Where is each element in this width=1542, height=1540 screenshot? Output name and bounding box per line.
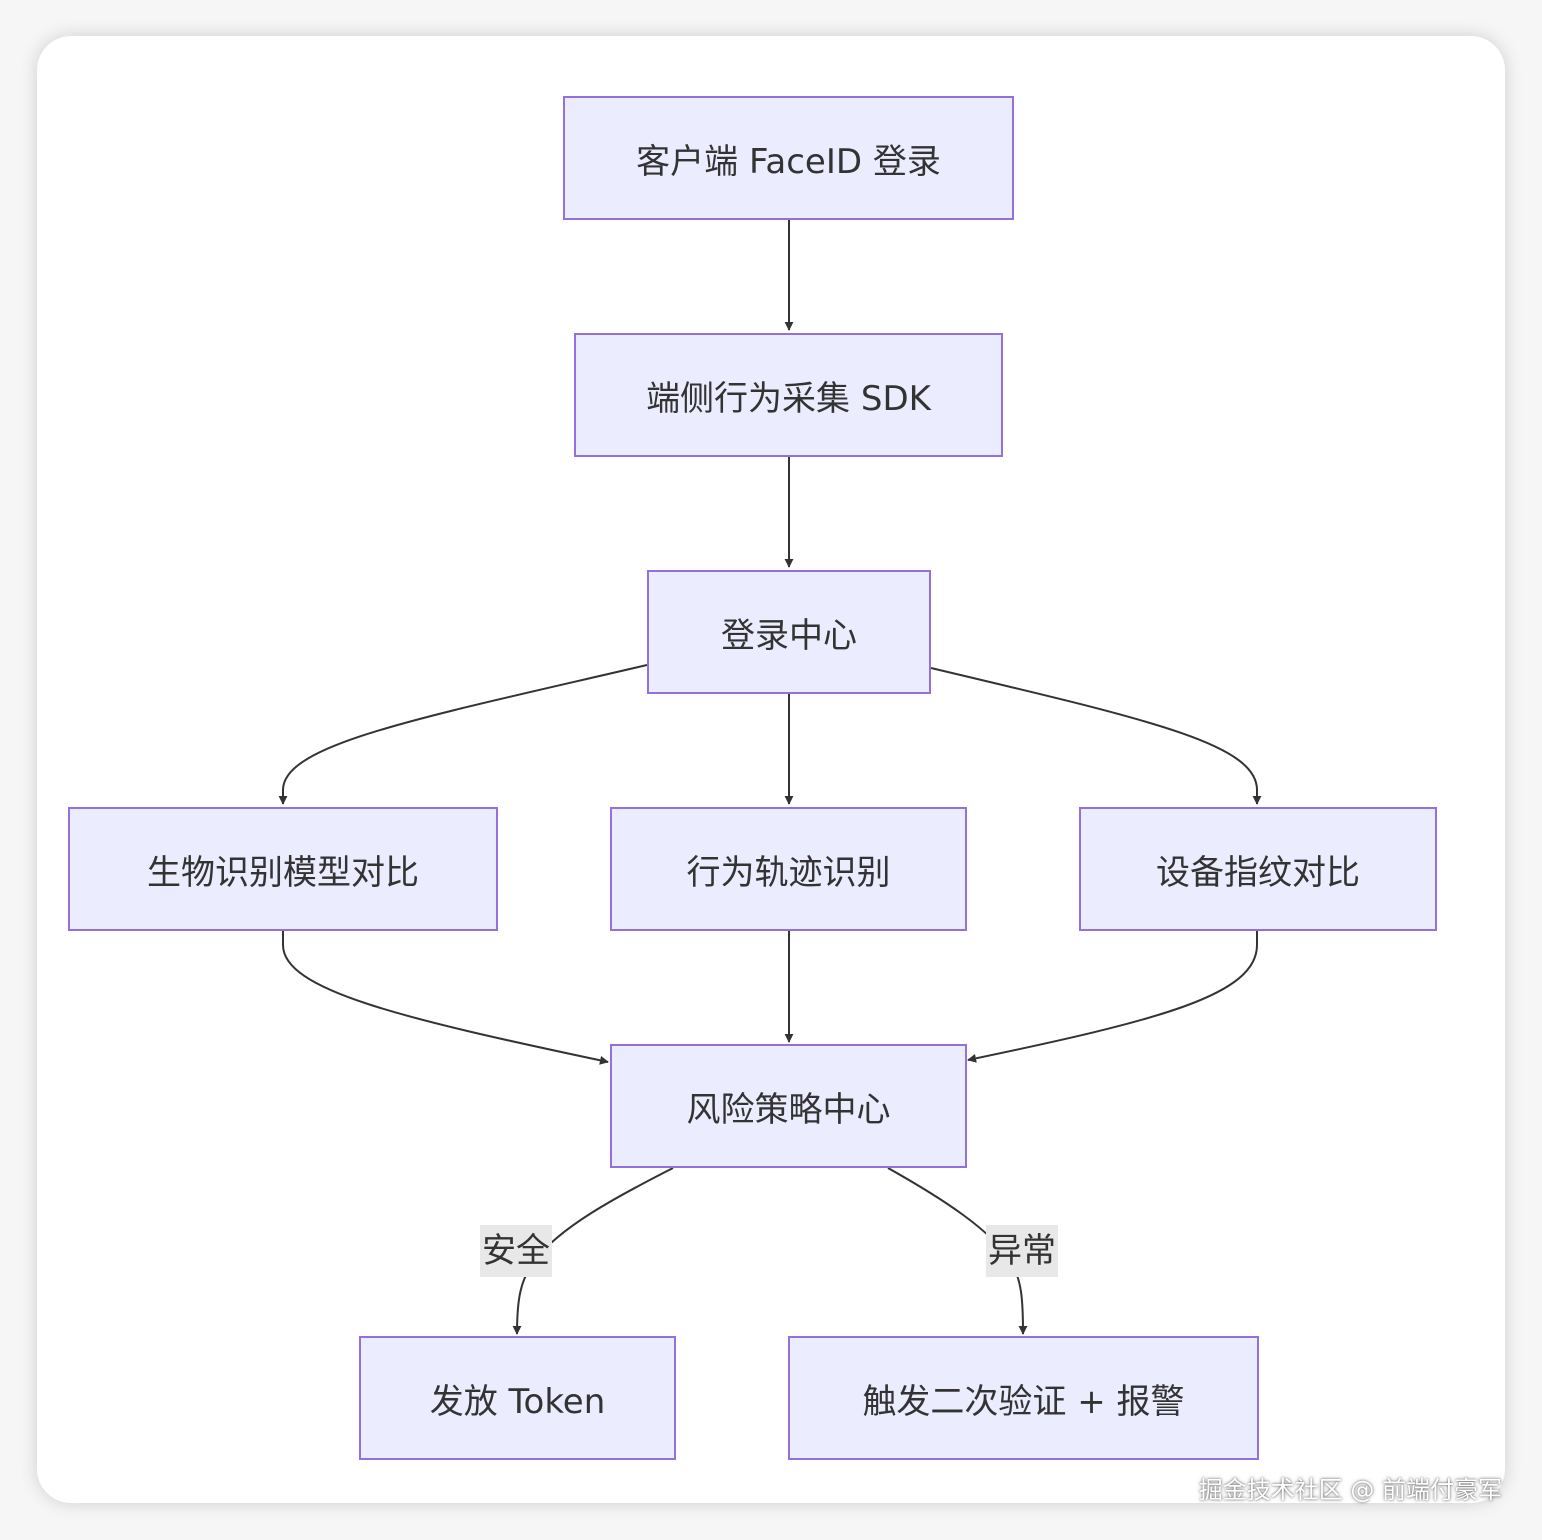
node-behavior: 行为轨迹识别 (610, 807, 967, 931)
node-second-verify-label: 触发二次验证 + 报警 (862, 1381, 1185, 1422)
node-issue-token-label: 发放 Token (429, 1381, 606, 1422)
node-issue-token: 发放 Token (359, 1336, 676, 1460)
edge-device-to-risk-center (967, 931, 1258, 1063)
diagram-card (37, 36, 1505, 1503)
node-biometric-label: 生物识别模型对比 (147, 852, 419, 893)
edge-login-center-to-biometric (278, 664, 648, 805)
node-login-center: 登录中心 (647, 570, 931, 694)
edge-label-safe: 安全 (480, 1225, 552, 1277)
edge-biometric-to-risk-center (282, 931, 609, 1065)
node-faceid-login-label: 客户端 FaceID 登录 (636, 141, 941, 182)
node-login-center-label: 登录中心 (721, 615, 857, 656)
node-second-verify: 触发二次验证 + 报警 (788, 1336, 1259, 1460)
node-risk-center-label: 风险策略中心 (686, 1089, 891, 1130)
watermark-text: 掘金技术社区 @ 前端付豪军 (1198, 1476, 1502, 1504)
node-behavior-label: 行为轨迹识别 (686, 852, 891, 893)
node-sdk: 端侧行为采集 SDK (574, 333, 1003, 457)
node-risk-center: 风险策略中心 (610, 1044, 967, 1168)
node-device-label: 设备指纹对比 (1156, 852, 1360, 893)
node-faceid-login: 客户端 FaceID 登录 (563, 96, 1014, 220)
edge-login-center-to-device (930, 667, 1262, 805)
node-biometric: 生物识别模型对比 (68, 807, 498, 931)
node-sdk-label: 端侧行为采集 SDK (646, 378, 931, 419)
node-device: 设备指纹对比 (1079, 807, 1437, 931)
edge-label-abnormal: 异常 (986, 1225, 1058, 1277)
